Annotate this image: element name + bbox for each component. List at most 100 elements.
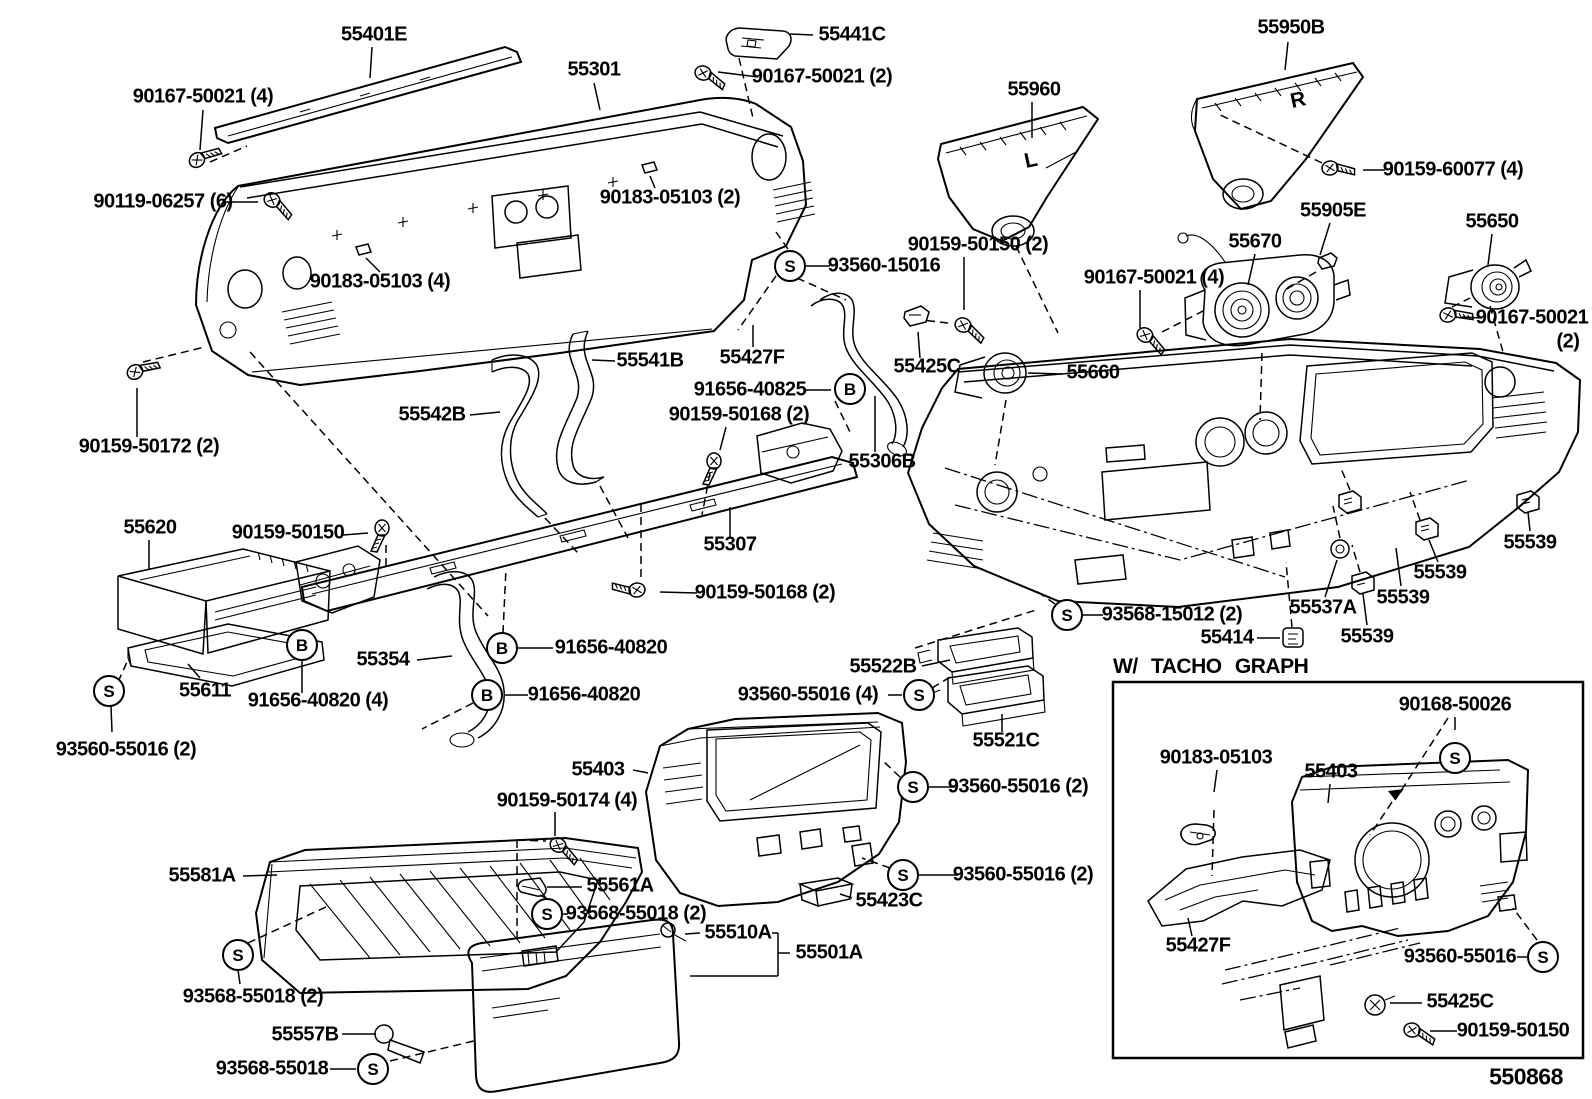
fastener-label-90159-50150-2: 90159-50150 (2): [907, 233, 1049, 256]
fastener-label-90167-50021-r2: (2): [1556, 330, 1580, 353]
fastener-label-93568-55018-2b: 93568-55018 (2): [182, 985, 324, 1008]
part-label-55905e: 55905E: [1300, 199, 1366, 222]
part-label-55427f-b: 55427F: [1165, 934, 1231, 957]
part-label-55403-a: 55403: [571, 758, 625, 781]
part-label-55620: 55620: [123, 516, 177, 539]
inset-title: W/ TACHO GRAPH: [1113, 655, 1309, 678]
part-label-55522b: 55522B: [849, 655, 917, 678]
glovebox-inner-55581a-art: [254, 836, 644, 995]
lower-panel-art: [906, 337, 1582, 609]
fastener-label-93560-55016-4: 93560-55016 (4): [737, 683, 879, 706]
screw-symbol-8: S: [222, 939, 254, 971]
screw-symbol-6: S: [887, 859, 919, 891]
fastener-label-90159-50150-b: 90159-50150: [1456, 1019, 1570, 1042]
part-label-55427f-a: 55427F: [719, 346, 785, 369]
bolt-symbol-2: B: [286, 629, 318, 661]
part-label-55557b: 55557B: [271, 1023, 339, 1046]
part-label-55414: 55414: [1200, 626, 1254, 649]
leader-lines: [110, 33, 1531, 1070]
screw-symbol-10: S: [1439, 742, 1471, 774]
fastener-label-93568-55018-2a: 93568-55018 (2): [565, 902, 707, 925]
screw-symbol-11: S: [1527, 941, 1559, 973]
fastener-label-90159-50150-a: 90159-50150: [231, 521, 345, 544]
bezel-55521c-art: [929, 665, 1046, 727]
part-label-55950b: 55950B: [1257, 16, 1325, 39]
part-label-55670: 55670: [1228, 230, 1282, 253]
part-label-55301: 55301: [567, 58, 621, 81]
tacho-graph-inset-art: [1111, 680, 1585, 1060]
screw-symbol-3: S: [903, 679, 935, 711]
right-duct-mark: R: [1288, 87, 1308, 113]
part-label-55541b: 55541B: [616, 349, 684, 372]
figure-code: 550868: [1489, 1063, 1563, 1090]
arrowhead: [1388, 789, 1404, 800]
reinforcement-55307-art: [295, 422, 859, 614]
switch-55660-art: [954, 352, 1027, 399]
fastener-label-93560-55016-2b: 93560-55016 (2): [947, 775, 1089, 798]
part-label-55539-c: 55539: [1376, 586, 1430, 609]
fastener-label-90159-50168-2a: 90159-50168 (2): [668, 403, 810, 426]
brace-55541b-art: [555, 330, 605, 485]
fastener-label-91656-40825: 91656-40825: [693, 378, 807, 401]
instrument-panel-55301-art: [194, 96, 816, 387]
part-label-55510a: 55510A: [704, 921, 772, 944]
fastener-label-90159-50174-4: 90159-50174 (4): [496, 789, 638, 812]
fastener-label-90167-50021-4a: 90167-50021 (4): [132, 85, 274, 108]
fastener-label-90183-05103-4: 90183-05103 (4): [309, 270, 451, 293]
defroster-duct-right-55950b-art: R: [1190, 61, 1365, 211]
clip-55510a-art: [660, 922, 687, 942]
fastener-label-93568-55018: 93568-55018: [215, 1057, 329, 1080]
bezel-55522b-art: [917, 627, 1035, 685]
part-label-55403-b: 55403: [1304, 760, 1358, 783]
bolt-symbol-3: B: [486, 632, 518, 664]
clip-55561a-art: [517, 877, 547, 897]
defroster-duct-left-55960-art: L: [936, 105, 1100, 247]
part-label-55650: 55650: [1465, 210, 1519, 233]
fastener-label-90168-50026: 90168-50026: [1398, 693, 1512, 716]
dashed-lines: [117, 57, 1538, 1062]
part-label-55660: 55660: [1066, 361, 1120, 384]
cluster-panel-55403-art: [644, 711, 908, 908]
bolt-symbol-4: B: [471, 679, 503, 711]
fastener-label-90183-05103-2: 90183-05103 (2): [599, 186, 741, 209]
fastener-label-90159-60077-4: 90159-60077 (4): [1382, 158, 1524, 181]
fastener-label-93568-15012-2: 93568-15012 (2): [1101, 603, 1243, 626]
part-label-55441c: 55441C: [818, 23, 886, 46]
part-label-55581a: 55581A: [168, 864, 236, 887]
part-label-55539-d: 55539: [1340, 625, 1394, 648]
part-label-55425c-b: 55425C: [1426, 990, 1494, 1013]
part-label-55521c: 55521C: [972, 729, 1040, 752]
fastener-label-93560-55016: 93560-55016: [1403, 945, 1517, 968]
part-label-55537a: 55537A: [1289, 596, 1357, 619]
part-label-55539-b: 55539: [1413, 561, 1467, 584]
fastener-label-90159-50168-2b: 90159-50168 (2): [694, 581, 836, 604]
bolt-symbol-1: B: [834, 373, 866, 405]
part-label-55539-a: 55539: [1503, 531, 1557, 554]
part-label-55960: 55960: [1007, 78, 1061, 101]
fastener-label-91656-40820-4: 91656-40820 (4): [247, 689, 389, 712]
glovebox-door-55501a-art: [467, 918, 681, 1093]
fastener-label-91656-40820-b: 91656-40820: [527, 683, 641, 706]
register-55441c-art: [725, 27, 792, 60]
fastener-label-90183-05103: 90183-05103: [1159, 746, 1273, 769]
screw-symbol-4: S: [1051, 599, 1083, 631]
brace-55542b-art: [491, 354, 548, 518]
heater-control-55670-art: [1177, 232, 1351, 347]
fastener-label-93560-55016-2c: 93560-55016 (2): [952, 863, 1094, 886]
part-label-55542b: 55542B: [398, 403, 466, 426]
part-label-55423c: 55423C: [855, 889, 923, 912]
part-label-55561a: 55561A: [586, 874, 654, 897]
moulding-55401e-art: [213, 45, 523, 145]
part-label-55501a: 55501A: [795, 941, 863, 964]
fastener-label-90167-50021-2a: 90167-50021 (2): [751, 65, 893, 88]
lighter-55650-art: [1444, 258, 1532, 310]
part-label-55306b: 55306B: [848, 450, 916, 473]
left-duct-mark: L: [1022, 148, 1039, 173]
fastener-label-93560-55016-2a: 93560-55016 (2): [55, 738, 197, 761]
fastener-label-90167-50021-4b: 90167-50021 (4): [1083, 266, 1225, 289]
screw-symbol-1: S: [774, 250, 806, 282]
cap-55423c-art: [797, 877, 855, 908]
box-55620-art: [117, 548, 331, 655]
